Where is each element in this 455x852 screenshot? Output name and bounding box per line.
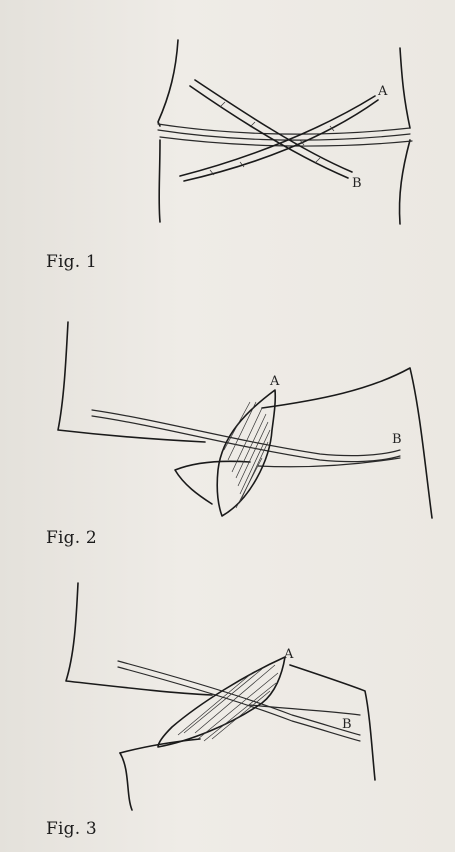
figure-1-caption: Fig. 1: [46, 252, 97, 272]
figure-2-drawing: [0, 290, 455, 555]
figure-2-label-a: A: [270, 374, 279, 389]
figure-3-label-b: B: [342, 717, 352, 732]
figure-1-label-a: A: [378, 84, 387, 99]
figure-2-label-b: B: [392, 432, 402, 447]
figure-1-drawing: [0, 0, 455, 290]
figure-3-label-a: A: [284, 647, 293, 662]
figure-3-caption: Fig. 3: [46, 819, 97, 839]
figure-2-caption: Fig. 2: [46, 528, 97, 548]
figure-3-drawing: [0, 555, 455, 852]
figure-1-label-b: B: [352, 176, 362, 191]
figure-2: A B Fig. 2: [0, 290, 455, 555]
figure-1: A B Fig. 1: [0, 0, 455, 290]
figure-3: A B Fig. 3: [0, 555, 455, 852]
